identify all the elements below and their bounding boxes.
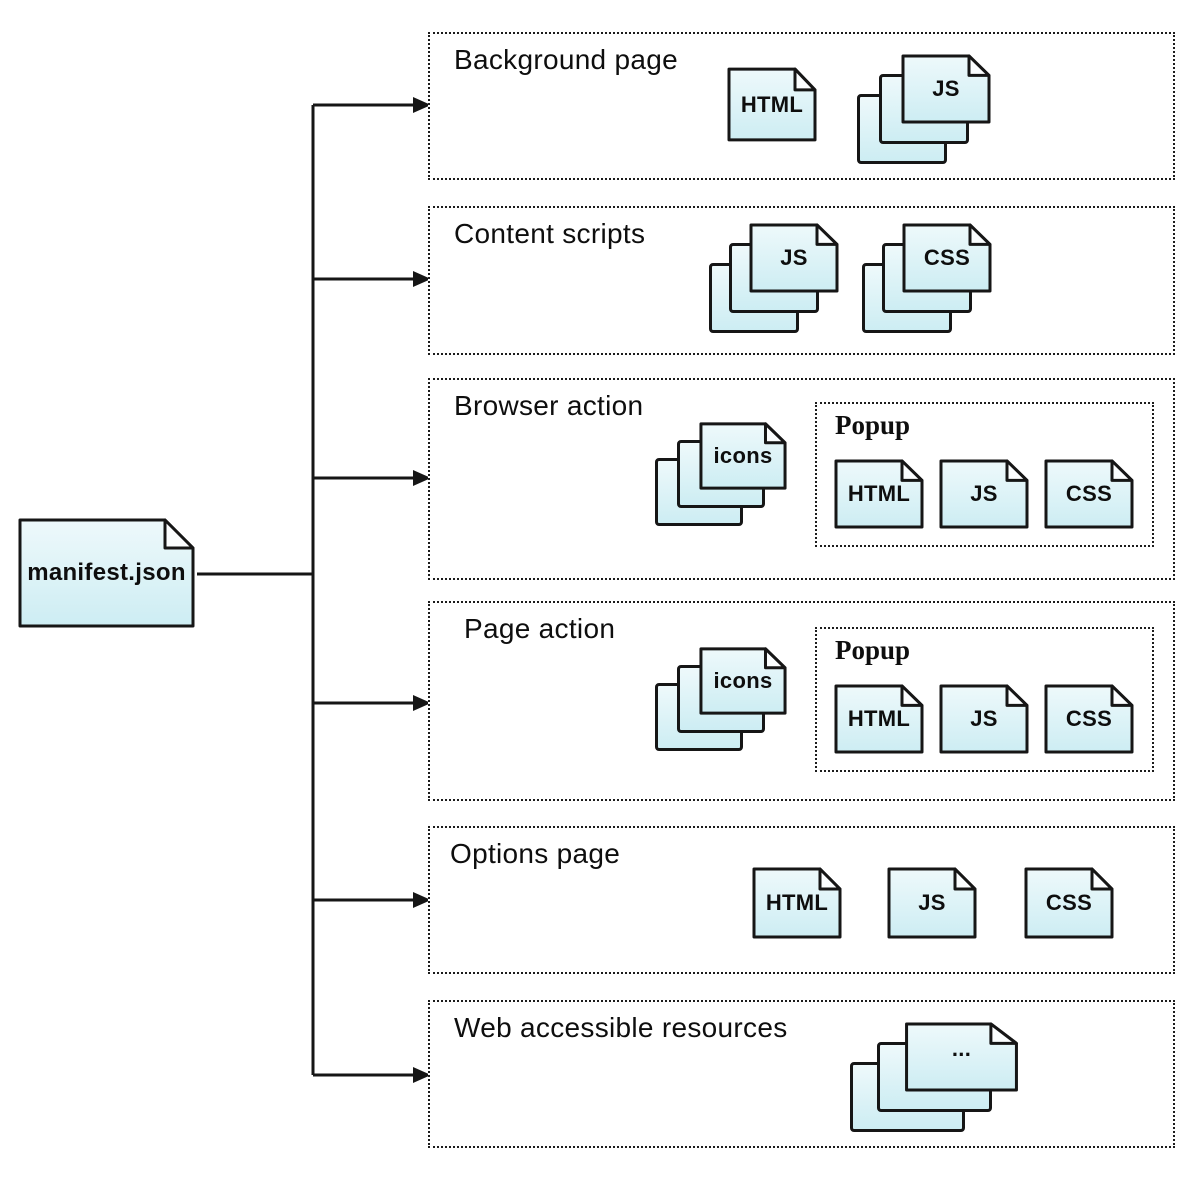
html-file-icon: HTML bbox=[834, 459, 924, 529]
popup-box: Popup HTML JS CSS bbox=[815, 402, 1154, 547]
js-file-icon: JS bbox=[939, 459, 1029, 529]
js-file-icon: JS bbox=[887, 867, 977, 939]
css-file-stack-icon: CSS bbox=[862, 223, 992, 333]
file-label: JS bbox=[970, 706, 998, 731]
section-title: Content scripts bbox=[454, 218, 646, 249]
popup-title: Popup bbox=[835, 635, 911, 665]
section-options-page: Options page HTML JS CSS bbox=[428, 826, 1175, 974]
section-background-page: Background page HTML JS bbox=[428, 32, 1175, 180]
file-label: icons bbox=[713, 443, 773, 468]
arrowhead-icon bbox=[413, 97, 431, 113]
popup-box: Popup HTML JS CSS bbox=[815, 627, 1154, 772]
css-file-icon: CSS bbox=[1044, 684, 1134, 754]
css-file-icon: CSS bbox=[1044, 459, 1134, 529]
file-label: HTML bbox=[847, 706, 911, 731]
manifest-file-icon: manifest.json bbox=[18, 518, 195, 628]
popup-title: Popup bbox=[835, 410, 911, 440]
js-file-icon: JS bbox=[939, 684, 1029, 754]
file-label: ... bbox=[951, 1036, 972, 1061]
file-label: CSS bbox=[1045, 890, 1093, 915]
file-label: JS bbox=[932, 76, 960, 101]
section-web-accessible-resources: Web accessible resources ... bbox=[428, 1000, 1175, 1148]
section-content-scripts: Content scripts JS CSS bbox=[428, 206, 1175, 355]
arrowhead-icon bbox=[413, 1067, 431, 1083]
arrowhead-icon bbox=[413, 470, 431, 486]
section-page-action: Page action icons Popup HTML bbox=[428, 601, 1175, 801]
file-label: JS bbox=[970, 481, 998, 506]
js-file-stack-icon: JS bbox=[709, 223, 839, 333]
section-browser-action: Browser action icons Popup HTML bbox=[428, 378, 1175, 580]
arrowhead-icon bbox=[413, 271, 431, 287]
file-label: JS bbox=[918, 890, 946, 915]
file-label: HTML bbox=[847, 481, 911, 506]
html-file-icon: HTML bbox=[834, 684, 924, 754]
file-label: HTML bbox=[765, 890, 829, 915]
file-label: icons bbox=[713, 668, 773, 693]
file-label: CSS bbox=[923, 245, 971, 270]
file-label: HTML bbox=[740, 91, 804, 117]
icons-file-stack-icon: icons bbox=[655, 422, 787, 526]
section-title: Background page bbox=[454, 44, 679, 75]
html-file-icon: HTML bbox=[727, 67, 817, 142]
section-title: Web accessible resources bbox=[454, 1012, 788, 1043]
manifest-label: manifest.json bbox=[27, 559, 186, 586]
file-label: CSS bbox=[1065, 706, 1113, 731]
css-file-icon: CSS bbox=[1024, 867, 1114, 939]
file-label: CSS bbox=[1065, 481, 1113, 506]
file-label: JS bbox=[780, 245, 808, 270]
resources-file-stack-icon: ... bbox=[850, 1022, 1019, 1132]
section-title: Browser action bbox=[454, 390, 644, 421]
section-title: Options page bbox=[450, 838, 621, 869]
html-file-icon: HTML bbox=[752, 867, 842, 939]
arrowhead-icon bbox=[413, 892, 431, 908]
section-title: Page action bbox=[464, 613, 616, 644]
js-file-stack-icon: JS bbox=[857, 54, 991, 164]
arrowhead-icon bbox=[413, 695, 431, 711]
icons-file-stack-icon: icons bbox=[655, 647, 787, 751]
